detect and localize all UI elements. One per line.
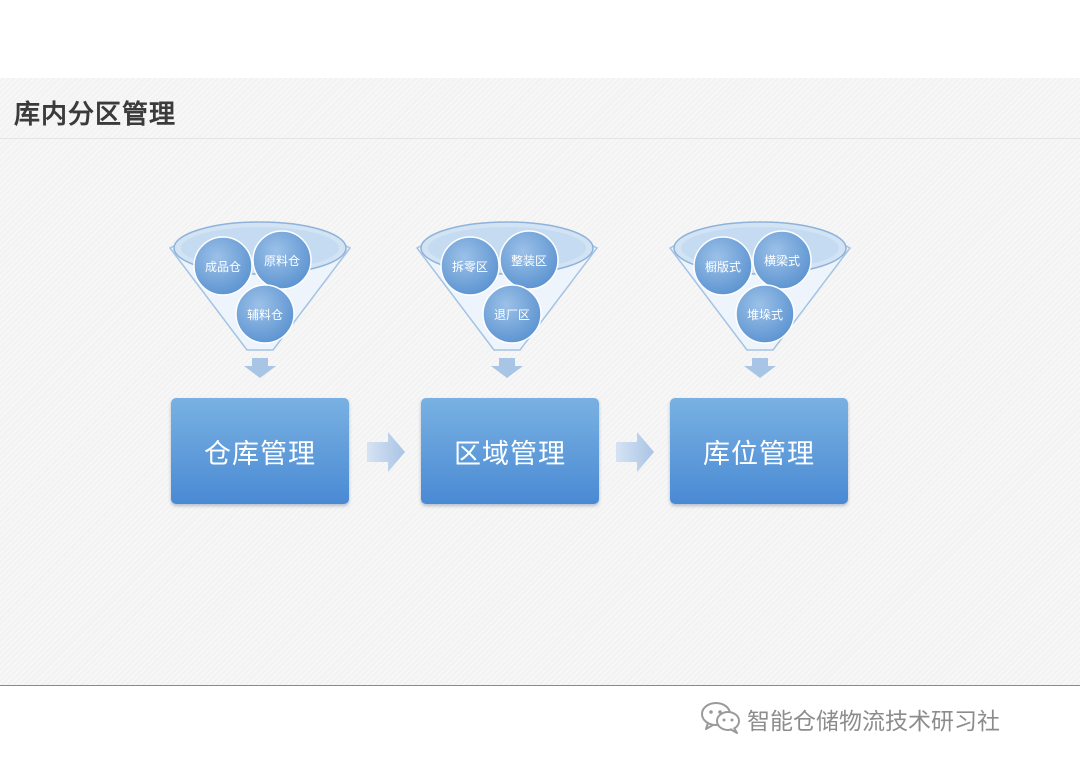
account-name: 智能仓储物流技术研习社 [747, 709, 1000, 735]
stage-box-location: 库位管理 [670, 398, 848, 504]
circle-2 [499, 230, 559, 290]
funnel-location: 橱版式 横梁式 堆垛式 [668, 221, 852, 378]
circle-label: 原料仓 [264, 254, 300, 268]
circle-1 [693, 236, 753, 296]
stage-label: 区域管理 [454, 438, 566, 470]
circle-label: 整装区 [511, 253, 547, 268]
circle-label: 退厂区 [494, 308, 530, 322]
circle-2 [252, 230, 312, 290]
funnel-warehouse: 成品仓 原料仓 辅料仓 [168, 221, 352, 378]
circle-label: 成品仓 [205, 260, 241, 274]
circle-label: 橱版式 [705, 260, 741, 274]
funnel-area: 拆零区 整装区 退厂区 [415, 221, 599, 378]
circle-label: 堆垛式 [747, 307, 783, 322]
title-bar: 库内分区管理 [0, 78, 1080, 139]
right-arrow-icon [616, 432, 654, 472]
right-arrow-icon [367, 432, 405, 472]
stage-box-area: 区域管理 [421, 398, 599, 504]
stage-label: 库位管理 [703, 438, 815, 470]
circle-group: 橱版式 横梁式 堆垛式 [693, 230, 812, 344]
circle-3 [482, 284, 542, 344]
circle-label: 拆零区 [452, 259, 488, 274]
footer: 智能仓储物流技术研习社 [0, 686, 1080, 764]
circle-3 [735, 284, 795, 344]
down-arrow-icon [491, 358, 523, 378]
down-arrow-icon [744, 358, 776, 378]
circle-label: 横梁式 [764, 253, 800, 268]
circle-group: 成品仓 原料仓 辅料仓 [193, 230, 312, 344]
circle-label: 辅料仓 [247, 308, 283, 322]
circle-3 [235, 284, 295, 344]
wechat-icon [701, 702, 740, 734]
stage-label: 仓库管理 [204, 438, 316, 470]
circle-group: 拆零区 整装区 退厂区 [440, 230, 559, 344]
circle-2 [752, 230, 812, 290]
circle-1 [440, 236, 500, 296]
slide: 库内分区管理 成品仓 原料仓 辅料仓 仓库管理 [0, 78, 1080, 686]
circle-1 [193, 236, 253, 296]
down-arrow-icon [244, 358, 276, 378]
slide-title: 库内分区管理 [14, 100, 177, 130]
stage-box-warehouse: 仓库管理 [171, 398, 349, 504]
